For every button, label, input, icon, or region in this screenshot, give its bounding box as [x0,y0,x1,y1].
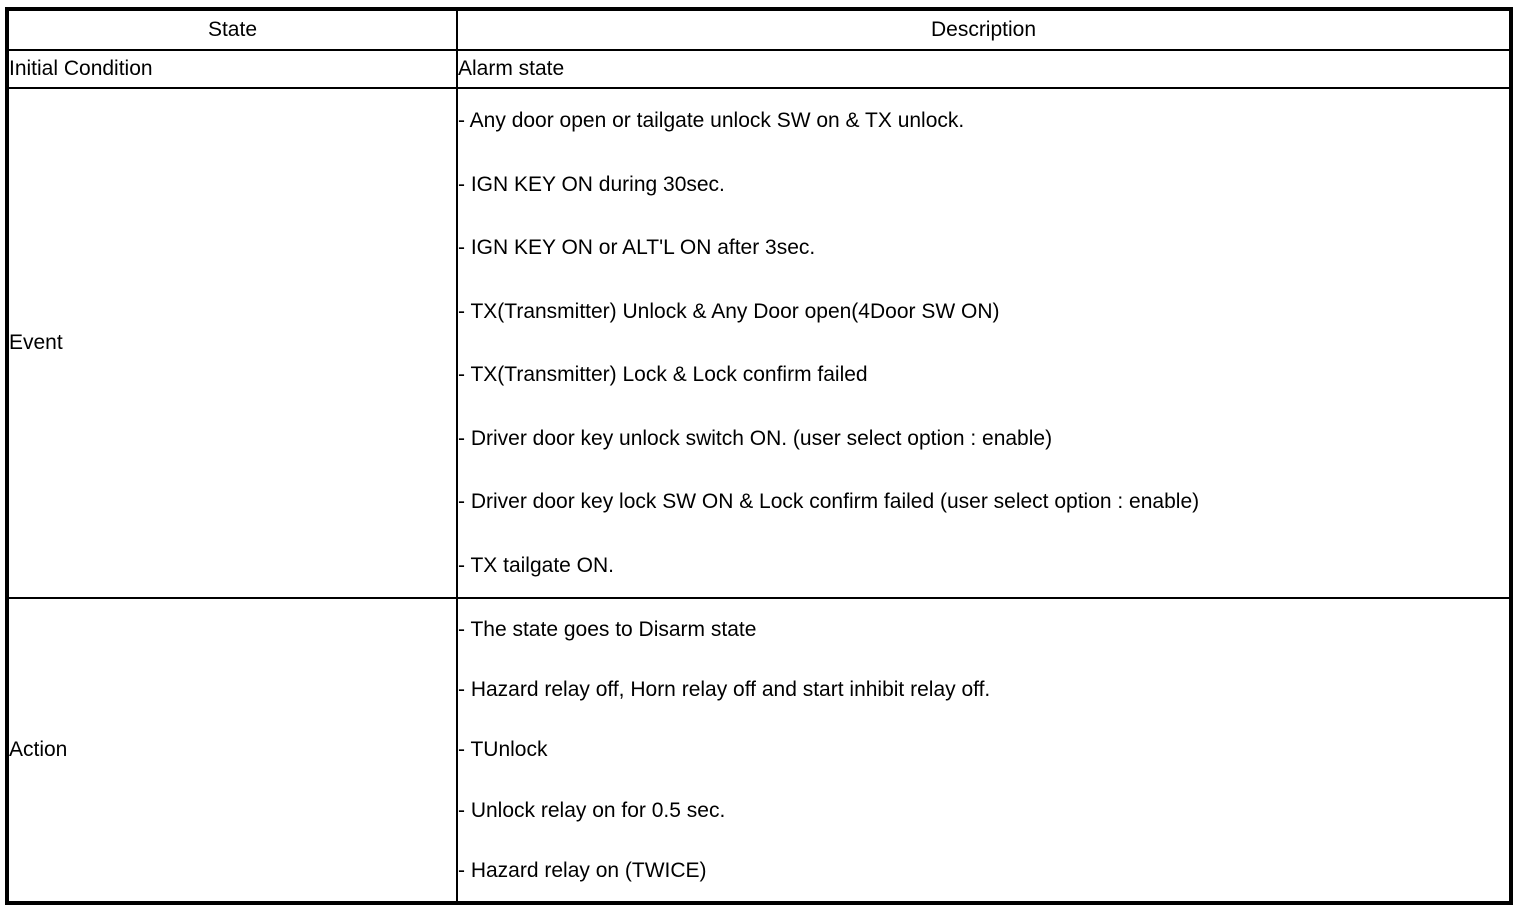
table-row-action: Action - The state goes to Disarm state-… [6,597,1512,904]
description-item: - Hazard relay on (TWICE) [458,859,707,883]
description-item: - Unlock relay on for 0.5 sec. [458,798,726,822]
description-item: - IGN KEY ON during 30sec. [458,172,725,196]
table-row-initial-condition: Initial Condition Alarm state [6,49,1512,89]
description-item: - TX(Transmitter) Unlock & Any Door open… [458,299,1000,323]
description-item: Alarm state [458,57,565,81]
description-item: - TX(Transmitter) Lock & Lock confirm fa… [458,363,868,387]
description-list-action: - The state goes to Disarm state - Hazard… [458,599,1509,901]
description-item: - The state goes to Disarm state [458,617,757,641]
description-item: - IGN KEY ON or ALT'L ON after 3sec. [458,236,816,260]
state-description-table: State Description Initial Condition Alar… [5,7,1513,905]
table-row-event: Event - Any door open or tailgate unlock… [6,87,1512,599]
state-label-action: Action [6,597,458,904]
description-list-event: - Any door open or tailgate unlock SW on… [458,89,1509,597]
description-list-initial-condition: Alarm state [458,51,1509,87]
table-header-row: State Description [6,8,1512,51]
description-item: - Driver door key unlock switch ON. (use… [458,426,1053,450]
state-label-event: Event [6,87,458,599]
description-cell-initial-condition: Alarm state [456,49,1512,89]
description-cell-action: - The state goes to Disarm state - Hazard… [456,597,1512,904]
description-item: - Any door open or tailgate unlock SW on… [458,109,965,133]
description-item: - TX tailgate ON. [458,553,615,577]
description-item: - TUnlock [458,738,548,762]
state-label-initial-condition: Initial Condition [6,49,458,89]
description-item: - Driver door key lock SW ON & Lock conf… [458,490,1200,514]
description-item: - Hazard relay off, Horn relay off and s… [458,677,991,701]
column-header-state: State [6,8,458,51]
description-cell-event: - Any door open or tailgate unlock SW on… [456,87,1512,599]
column-header-description: Description [456,8,1512,51]
